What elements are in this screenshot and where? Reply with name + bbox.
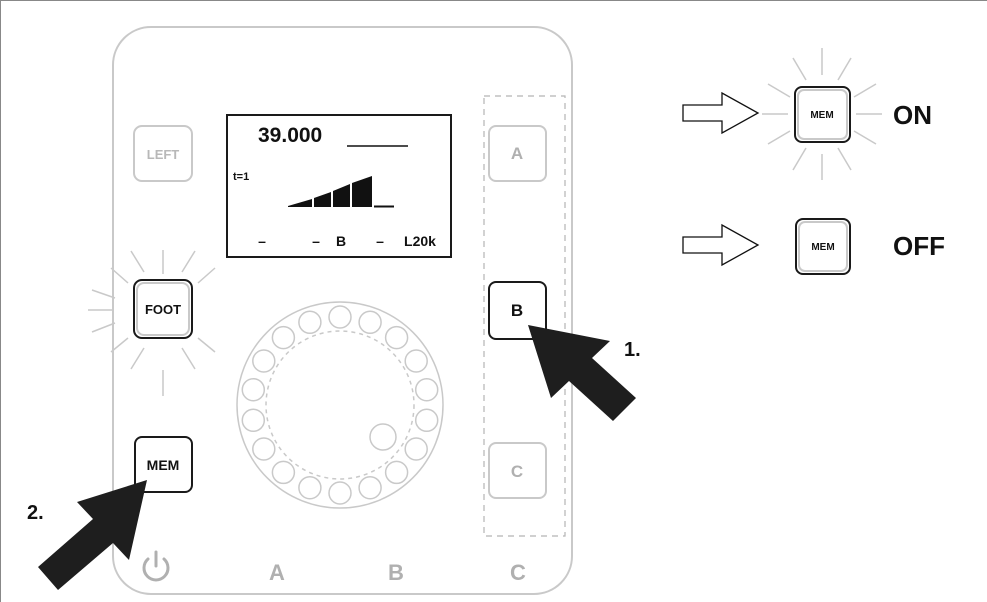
- dial-position: [404, 349, 428, 373]
- display-value: 39.000: [258, 124, 322, 147]
- status-item-4: –: [376, 233, 384, 249]
- dial-position: [384, 325, 409, 350]
- left-button[interactable]: LEFT: [133, 125, 193, 182]
- dial-position: [414, 377, 439, 402]
- dial-indicator: [369, 423, 397, 451]
- side-button-a[interactable]: A: [488, 125, 547, 182]
- dial-position: [384, 460, 409, 485]
- side-button-c[interactable]: C: [488, 442, 547, 499]
- dial-position: [298, 475, 322, 500]
- dial-position: [404, 437, 428, 461]
- mem-button-label: MEM: [147, 457, 180, 473]
- dial-position: [414, 408, 439, 433]
- legend-arrow-on: [682, 91, 760, 135]
- step-1-label: 1.: [624, 339, 641, 361]
- left-button-label: LEFT: [147, 147, 180, 162]
- dial-position: [271, 325, 296, 350]
- display-screen: 39.000 t=1 – – B – L20k: [226, 114, 452, 258]
- dial-position: [271, 460, 296, 485]
- foot-button-label: FOOT: [145, 302, 181, 317]
- arrow-step-2: [38, 480, 147, 590]
- side-button-c-label: C: [511, 462, 523, 481]
- mem-button[interactable]: MEM: [134, 436, 193, 493]
- foot-rays: [88, 250, 216, 396]
- legend-arrow-off: [682, 223, 760, 267]
- dial-positions: [241, 305, 439, 505]
- step-2-label: 2.: [27, 502, 44, 524]
- dial-position: [358, 475, 382, 500]
- display-t-label: t=1: [233, 171, 249, 183]
- side-button-a-label: A: [511, 144, 523, 163]
- status-item-5: L20k: [404, 233, 436, 249]
- power-icon[interactable]: [142, 550, 170, 582]
- legend-mem-off-button: MEM: [795, 218, 851, 275]
- bottom-label-b: B: [388, 560, 404, 585]
- dial-position: [328, 481, 352, 505]
- legend-on-text: ON: [893, 100, 932, 130]
- status-item-3: B: [336, 233, 346, 249]
- status-item-2: –: [312, 233, 320, 249]
- side-button-b[interactable]: B: [488, 281, 547, 340]
- bottom-label-a: A: [269, 560, 285, 585]
- legend-mem-on-label: MEM: [810, 110, 833, 121]
- legend-off-text: OFF: [893, 231, 945, 261]
- dial-position: [252, 349, 276, 373]
- abc-column-frame: [483, 95, 566, 537]
- rotary-dial[interactable]: [236, 301, 444, 509]
- dial-position: [241, 377, 266, 402]
- dial-position: [252, 437, 276, 461]
- arrow-step-1: [528, 325, 636, 421]
- dial-position: [328, 305, 352, 329]
- dial-position: [298, 310, 322, 335]
- legend-on-rays: [762, 48, 882, 180]
- signal-bars: [288, 176, 394, 208]
- dial-position: [358, 310, 382, 335]
- status-item-1: –: [258, 233, 266, 249]
- device-body: [112, 26, 573, 595]
- legend-mem-off-label: MEM: [811, 242, 834, 253]
- side-button-b-label: B: [511, 301, 523, 320]
- bottom-label-c: C: [510, 560, 526, 585]
- legend-mem-on-button: MEM: [794, 86, 851, 143]
- foot-button[interactable]: FOOT: [133, 279, 193, 339]
- dial-position: [241, 408, 266, 433]
